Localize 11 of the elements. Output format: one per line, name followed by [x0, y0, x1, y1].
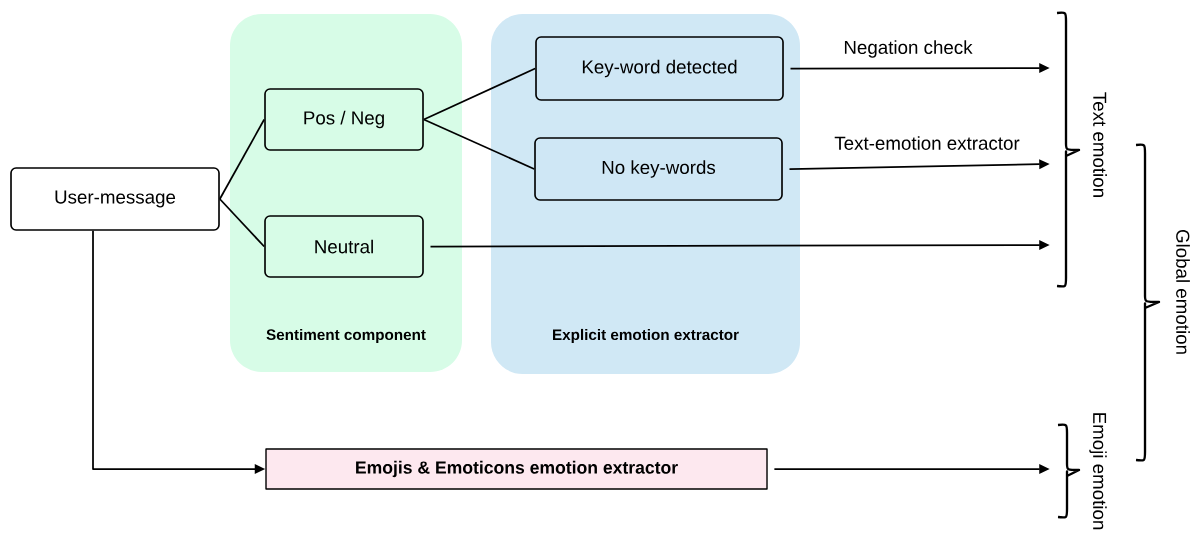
edge-label: Negation check [842, 39, 974, 59]
bracket: Global emotion [1135, 143, 1190, 462]
process-box: Pos / Neg [264, 88, 424, 151]
extractor-box: Emojis & Emoticons emotion extractor [265, 448, 768, 490]
bracket: Emoji emotion [1057, 413, 1107, 530]
edge-label: Text-emotion extractor [833, 134, 1021, 152]
process-box: No key-words [534, 137, 783, 201]
process-box: Neutral [264, 215, 424, 278]
process-box: User-message [10, 167, 220, 231]
process-box: Key-word detected [535, 36, 784, 101]
bracket: Text emotion [1056, 11, 1107, 288]
